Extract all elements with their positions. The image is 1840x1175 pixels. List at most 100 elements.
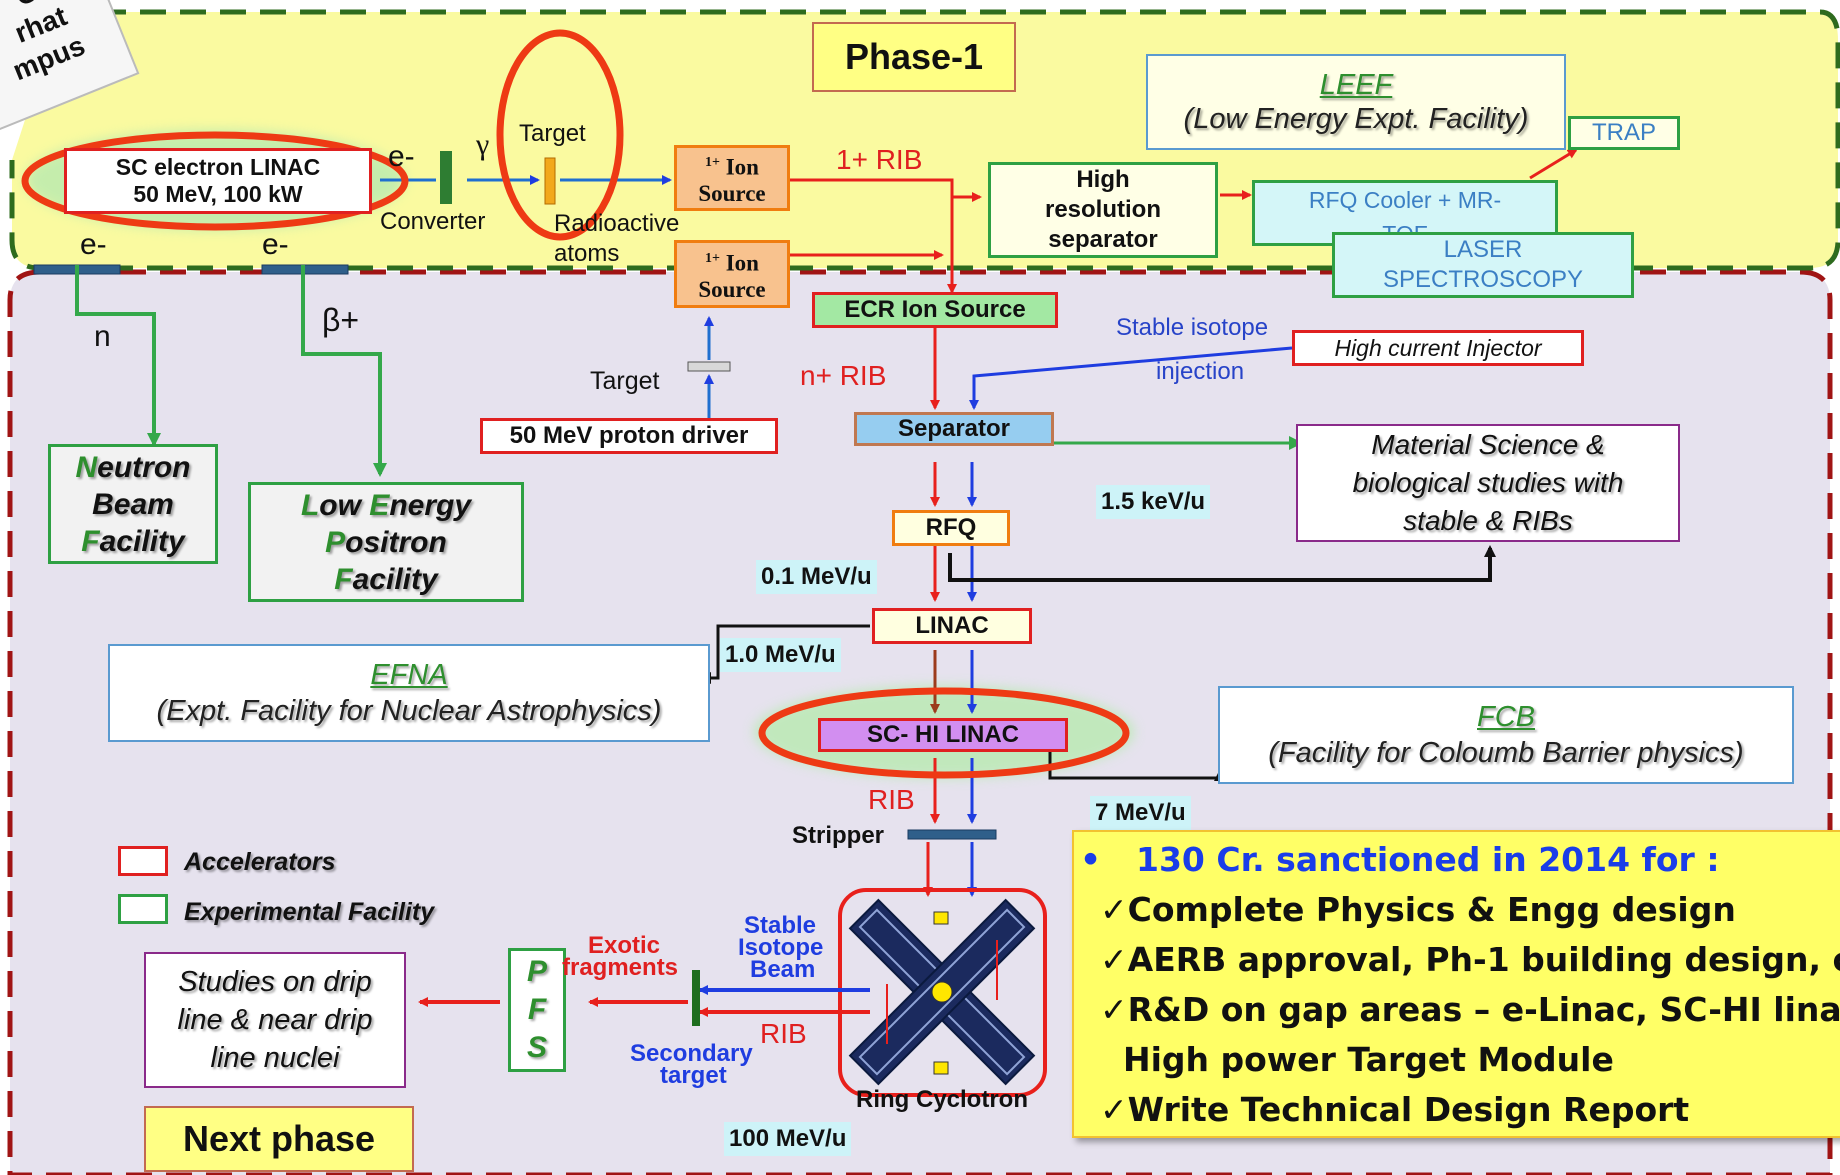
ion-source-1-text1: Ion: [719, 154, 759, 180]
rfq-cooler-to-trap: [1529, 148, 1578, 180]
neutron-n-label: n: [94, 320, 111, 353]
fragments-label: fragments: [562, 954, 679, 981]
studies-line-2: line & near drip: [177, 1004, 373, 1036]
ion-source-2-sup: 1: [705, 250, 712, 266]
bullet-item-5: ✓Write Technical Design Report: [1100, 1090, 1690, 1129]
corner-note-card: [0, 0, 140, 135]
leef-title: LEEF: [1319, 69, 1393, 101]
energy-0-1-mev: 0.1 MeV/u: [756, 560, 877, 594]
legend-accelerators-swatch: [118, 846, 168, 876]
positron-l3b: acility: [352, 562, 438, 596]
hr-separator-line-1: High: [1076, 166, 1130, 193]
rib-label-lower: RIB: [760, 1018, 807, 1049]
ring-cyclotron-frame: [838, 888, 1047, 1097]
secondary-target-plate: [692, 970, 700, 1026]
positron-line: [301, 265, 387, 477]
phase1-title: Phase-1: [812, 22, 1016, 92]
target2-plate: [687, 361, 731, 372]
bullet-header: 130 Cr. sanctioned in 2014 for :: [1136, 840, 1720, 879]
efna-box: EFNA (Expt. Facility for Nuclear Astroph…: [108, 644, 710, 742]
bullet-item-1: ✓Complete Physics & Engg design: [1100, 890, 1736, 929]
fcb-title: FCB: [1477, 701, 1535, 733]
e-minus-label-middle: e-: [262, 228, 289, 261]
energy-100-mev: 100 MeV/u: [724, 1122, 852, 1156]
positron-l2a: P: [325, 525, 346, 559]
injection-label: injection: [1156, 358, 1245, 385]
linac-box: LINAC: [872, 608, 1032, 644]
neutron-l3b: acility: [99, 524, 185, 558]
linac-to-efna-line: [699, 624, 870, 684]
rfq-box: RFQ: [892, 510, 1010, 546]
radioactive-label: Radioactive: [554, 210, 680, 237]
ion-source-1-text2: Source: [698, 181, 766, 207]
positron-l1c: E: [369, 488, 390, 522]
sc-electron-linac-box: SC electron LINAC 50 MeV, 100 kW: [64, 148, 372, 214]
material-line-3: stable & RIBs: [1403, 505, 1573, 536]
studies-box: Studies on drip line & near drip line nu…: [144, 952, 406, 1088]
laser-line-2: SPECTROSCOPY: [1382, 266, 1584, 293]
ion-source-2-text1: Ion: [719, 250, 759, 276]
proton-driver-box: 50 MeV proton driver: [480, 418, 778, 454]
exotic-label: Exotic: [588, 932, 661, 959]
secondary-label: Secondary: [630, 1040, 753, 1067]
pfs-box: P F S: [508, 948, 566, 1072]
laser-spectroscopy-box: LASER SPECTROSCOPY: [1332, 232, 1634, 298]
stripper-label: Stripper: [792, 822, 885, 849]
neutron-l2b: Beam: [92, 487, 174, 521]
neutron-l1b: eutron: [97, 450, 191, 484]
material-line-1: Material Science &: [1371, 429, 1605, 460]
energy-1-0-mev: 1.0 MeV/u: [720, 638, 841, 672]
n-plus-rib-label: n+ RIB: [800, 360, 887, 391]
atoms-label: atoms: [554, 240, 620, 267]
sc-electron-linac-line-2: 50 MeV, 100 kW: [133, 181, 303, 207]
hr-separator-line-3: separator: [1048, 226, 1158, 253]
isotope-label: Isotope: [738, 934, 824, 961]
pfs-f: F: [527, 993, 547, 1026]
hr-separator-line-2: resolution: [1044, 196, 1161, 223]
one-plus-rib-line: [790, 178, 957, 294]
ring-cyclotron-label: Ring Cyclotron: [856, 1086, 1028, 1113]
bullet-item-3: ✓R&D on gap areas – e-Linac, SC-HI linac…: [1100, 990, 1840, 1029]
high-current-injector-box: High current Injector: [1292, 330, 1584, 366]
ecr-ion-source-box: ECR Ion Source: [812, 292, 1058, 328]
studies-line-1: Studies on drip: [178, 966, 372, 998]
separator-box: Separator: [854, 412, 1054, 446]
sc-hi-linac-highlight-ellipse: [758, 687, 1130, 779]
low-energy-positron-facility-box: Low Energy Positron Facility: [248, 482, 524, 602]
target-plate: [544, 157, 556, 205]
neutron-line: [75, 265, 161, 447]
target-highlight-ellipse: [496, 29, 624, 241]
bullet-item-2: ✓AERB approval, Ph-1 building design, co…: [1100, 940, 1840, 979]
ring-cyclotron-sectors: [848, 898, 1036, 1086]
target-label: Target: [519, 120, 586, 147]
material-line-2: biological studies with: [1352, 467, 1624, 498]
ion-source-2-text2: Source: [698, 277, 766, 303]
fcb-subtitle: (Facility for Coloumb Barrier physics): [1268, 737, 1744, 769]
legend-accelerators-label: Accelerators: [184, 848, 336, 876]
positron-l1b: ow: [319, 488, 370, 522]
ion-source-2-plus: +: [712, 250, 720, 266]
efna-title: EFNA: [370, 659, 448, 691]
trap-box: TRAP: [1568, 116, 1680, 150]
energy-7-mev: 7 MeV/u: [1090, 796, 1191, 830]
ion-source-1-plus: +: [712, 154, 720, 170]
next-phase-title: Next phase: [144, 1106, 414, 1172]
converter-plate: [440, 151, 452, 204]
injector-line: [969, 346, 1293, 410]
gamma-label: γ: [476, 128, 490, 161]
legend-experimental-label: Experimental Facility: [184, 898, 435, 926]
positron-l3a: F: [334, 562, 353, 596]
converter-label: Converter: [380, 208, 486, 235]
high-resolution-separator-box: High resolution separator: [988, 162, 1218, 258]
neutron-l1a: N: [75, 450, 98, 484]
sc-electron-linac-line-1: SC electron LINAC: [115, 154, 321, 180]
studies-line-3: line nuclei: [210, 1042, 340, 1074]
e-minus-label-beam: e-: [388, 140, 415, 173]
rib-label-upper: RIB: [868, 784, 915, 815]
e-linac-highlight-ellipse: [21, 131, 409, 231]
energy-1-5-kev: 1.5 keV/u: [1096, 485, 1211, 519]
bullet-item-4: High power Target Module: [1100, 1040, 1614, 1079]
rfq-to-material-line: [948, 545, 1496, 582]
target2-label: Target: [590, 367, 660, 395]
beam-label: Beam: [750, 956, 816, 983]
